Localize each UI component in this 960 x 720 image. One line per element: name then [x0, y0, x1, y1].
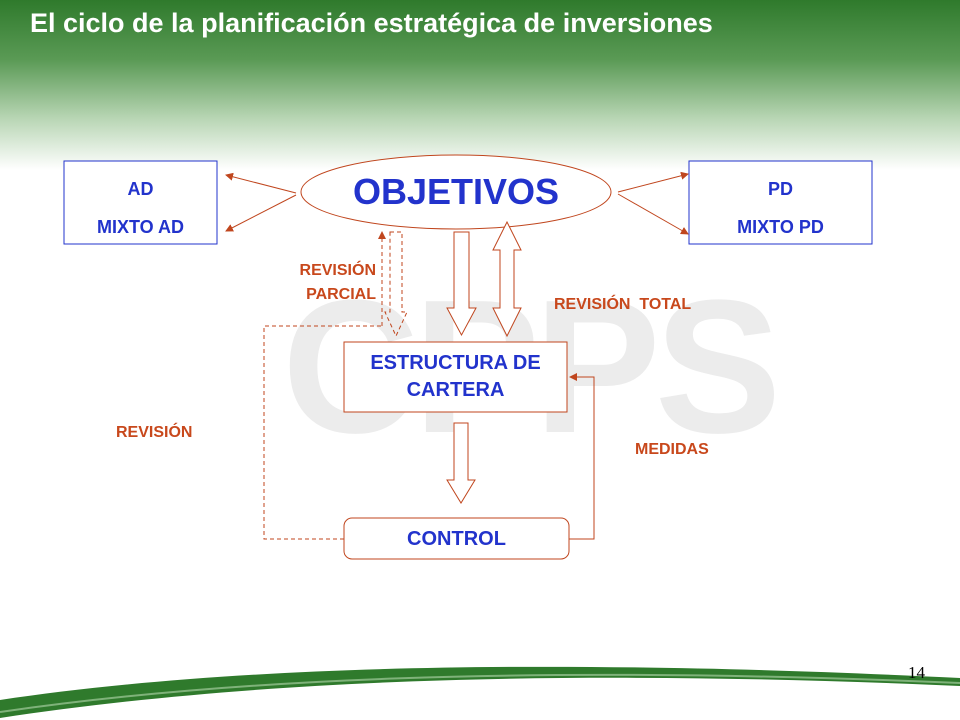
dashed-loop-revision [263, 325, 382, 540]
arrow-to-ad-top [225, 172, 297, 194]
dashed-arrow-revision-parcial-down [384, 231, 408, 338]
medidas-label: MEDIDAS [635, 441, 709, 458]
arrow-to-ad-bottom [225, 194, 297, 232]
pd-label: PD MIXTO PD [689, 170, 872, 246]
estructura-line1: ESTRUCTURA DE [370, 352, 541, 374]
block-arrow-double-revision-total [492, 220, 522, 338]
revision-parcial-line2: PARCIAL [306, 286, 376, 303]
objetivos-ellipse [300, 154, 612, 230]
pd-box [688, 160, 873, 245]
medidas-feedback-line [569, 373, 595, 540]
footer-swoosh-highlight [0, 673, 960, 713]
revision-parcial-line1: REVISIÓN [299, 262, 376, 279]
revision-parcial-label: REVISIÓN PARCIAL [270, 259, 376, 307]
ad-title: AD [127, 179, 154, 199]
objetivos-label: OBJETIVOS [352, 171, 560, 212]
revision-label: REVISIÓN [116, 424, 193, 441]
pd-title: PD [767, 179, 793, 199]
revision-total-label: REVISIÓN TOTAL [554, 296, 692, 313]
footer-swoosh [0, 666, 960, 718]
estructura-box [343, 341, 568, 413]
slide-title: El ciclo de la planificación estratégica… [30, 8, 713, 38]
estructura-line2: CARTERA [406, 379, 505, 401]
ad-label: AD MIXTO AD [64, 170, 217, 246]
arrow-to-pd-bottom [617, 193, 689, 235]
ad-box [63, 160, 218, 245]
page-number: 14 [908, 663, 925, 682]
control-label: CONTROL [407, 528, 506, 550]
block-arrow-down-estructura-control [446, 422, 476, 504]
arrow-to-pd-top [617, 171, 689, 193]
estructura-label: ESTRUCTURA DE CARTERA [344, 350, 567, 404]
block-arrow-down-objetivos-estructura [446, 231, 477, 337]
mixto-ad-title: MIXTO AD [96, 217, 184, 237]
mixto-pd-title: MIXTO PD [737, 217, 824, 237]
header-gradient [0, 0, 960, 170]
